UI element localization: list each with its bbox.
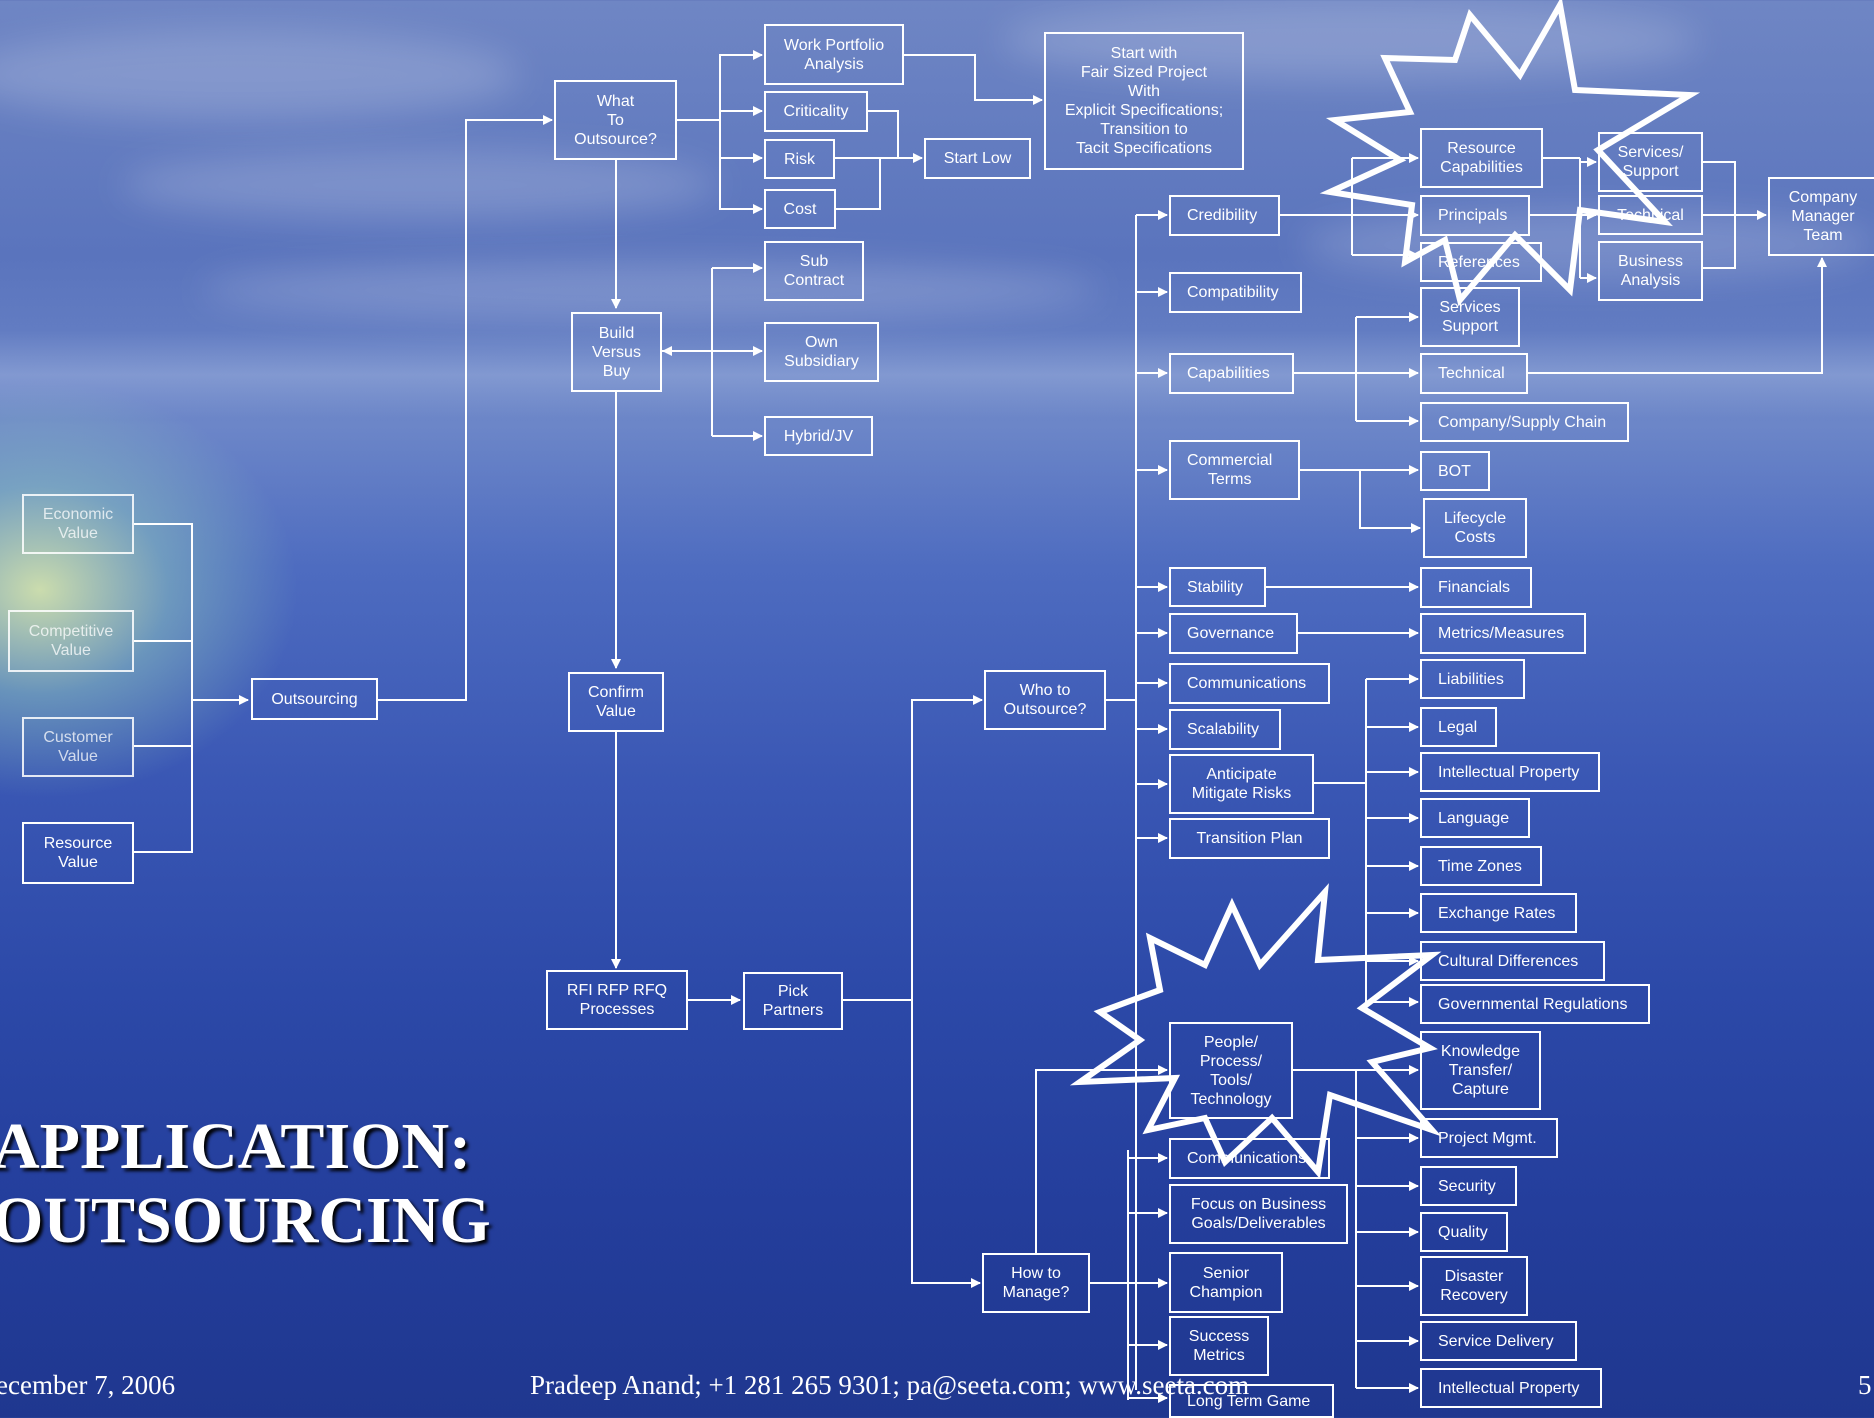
node-technical: Technical: [1420, 353, 1528, 394]
node-hybrid-jv: Hybrid/JV: [764, 416, 873, 456]
node-competitive-value: Competitive Value: [8, 610, 134, 672]
node-time-zones: Time Zones: [1420, 846, 1542, 886]
node-economic-value: Economic Value: [22, 494, 134, 554]
node-intellectual-property-2: Intellectual Property: [1420, 1368, 1602, 1408]
node-cultural-differences: Cultural Differences: [1420, 941, 1605, 981]
node-communications: Communications: [1169, 663, 1330, 704]
node-lifecycle-costs: Lifecycle Costs: [1423, 498, 1527, 558]
node-own-subsidiary: Own Subsidiary: [764, 322, 879, 382]
node-project-mgmt: Project Mgmt.: [1420, 1118, 1558, 1158]
node-service-delivery: Service Delivery: [1420, 1321, 1577, 1361]
node-start-with: Start with Fair Sized Project With Expli…: [1044, 32, 1244, 170]
node-anticipate-risks: Anticipate Mitigate Risks: [1169, 754, 1314, 814]
node-start-low: Start Low: [924, 138, 1031, 179]
node-stability: Stability: [1169, 567, 1266, 607]
node-build-vs-buy: Build Versus Buy: [571, 312, 662, 392]
node-principals: Principals: [1420, 195, 1530, 236]
node-services-support: Services Support: [1420, 287, 1520, 347]
node-success-metrics: Success Metrics: [1169, 1316, 1269, 1376]
node-capabilities: Capabilities: [1169, 353, 1294, 394]
node-confirm-value: Confirm Value: [568, 672, 664, 732]
node-transition-plan: Transition Plan: [1169, 818, 1330, 859]
node-rfi-rfp-rfq: RFI RFP RFQ Processes: [546, 970, 688, 1030]
node-disaster-recovery: Disaster Recovery: [1420, 1256, 1528, 1316]
node-communications-2: Communications: [1169, 1138, 1330, 1179]
node-services-support-top: Services/ Support: [1598, 132, 1703, 192]
node-knowledge-transfer: Knowledge Transfer/ Capture: [1420, 1031, 1541, 1110]
node-how-to-manage: How to Manage?: [982, 1253, 1090, 1313]
node-financials: Financials: [1420, 567, 1532, 608]
node-compatibility: Compatibility: [1169, 272, 1302, 313]
node-quality: Quality: [1420, 1212, 1508, 1252]
footer-contact: Pradeep Anand; +1 281 265 9301; pa@seeta…: [530, 1370, 1250, 1400]
node-liabilities: Liabilities: [1420, 659, 1525, 699]
node-intellectual-property: Intellectual Property: [1420, 752, 1600, 792]
node-outsourcing: Outsourcing: [251, 678, 378, 720]
node-focus-business: Focus on Business Goals/Deliverables: [1169, 1184, 1348, 1244]
node-criticality: Criticality: [764, 91, 868, 132]
node-credibility: Credibility: [1169, 195, 1280, 236]
node-sub-contract: Sub Contract: [764, 241, 864, 301]
node-business-analysis: Business Analysis: [1598, 241, 1703, 301]
node-commercial-terms: Commercial Terms: [1169, 440, 1300, 500]
node-company-supply-chain: Company/Supply Chain: [1420, 402, 1629, 442]
slide-title: APPLICATION: OUTSOURCING: [0, 1110, 491, 1257]
node-company-manager-team: Company Manager Team: [1768, 177, 1874, 256]
node-governance: Governance: [1169, 613, 1298, 654]
starburst-bottom: [1069, 883, 1442, 1179]
node-legal: Legal: [1420, 707, 1497, 747]
node-senior-champion: Senior Champion: [1169, 1252, 1283, 1313]
node-what-to-outsource: What To Outsource?: [554, 80, 677, 160]
node-metrics-measures: Metrics/Measures: [1420, 613, 1586, 654]
node-risk: Risk: [764, 139, 835, 179]
node-cost: Cost: [764, 189, 836, 229]
node-security: Security: [1420, 1166, 1517, 1206]
node-work-portfolio: Work Portfolio Analysis: [764, 24, 904, 85]
footer-date: ecember 7, 2006: [0, 1370, 176, 1400]
node-governmental-regulations: Governmental Regulations: [1420, 984, 1650, 1024]
node-scalability: Scalability: [1169, 709, 1281, 750]
node-pick-partners: Pick Partners: [743, 972, 843, 1030]
node-customer-value: Customer Value: [22, 717, 134, 777]
node-resource-capabilities: Resource Capabilities: [1420, 128, 1543, 188]
page-number: 5: [1858, 1370, 1872, 1400]
node-long-term-game: Long Term Game: [1169, 1384, 1334, 1418]
node-resource-value: Resource Value: [22, 822, 134, 884]
node-bot: BOT: [1420, 451, 1490, 491]
node-who-to-outsource: Who to Outsource?: [984, 670, 1106, 730]
node-people-process: People/ Process/ Tools/ Technology: [1169, 1022, 1293, 1119]
node-language: Language: [1420, 798, 1530, 838]
node-exchange-rates: Exchange Rates: [1420, 893, 1577, 933]
node-technical-top: Technical: [1598, 195, 1703, 235]
node-references: References: [1420, 242, 1542, 282]
starburst-top: [1319, 0, 1701, 307]
